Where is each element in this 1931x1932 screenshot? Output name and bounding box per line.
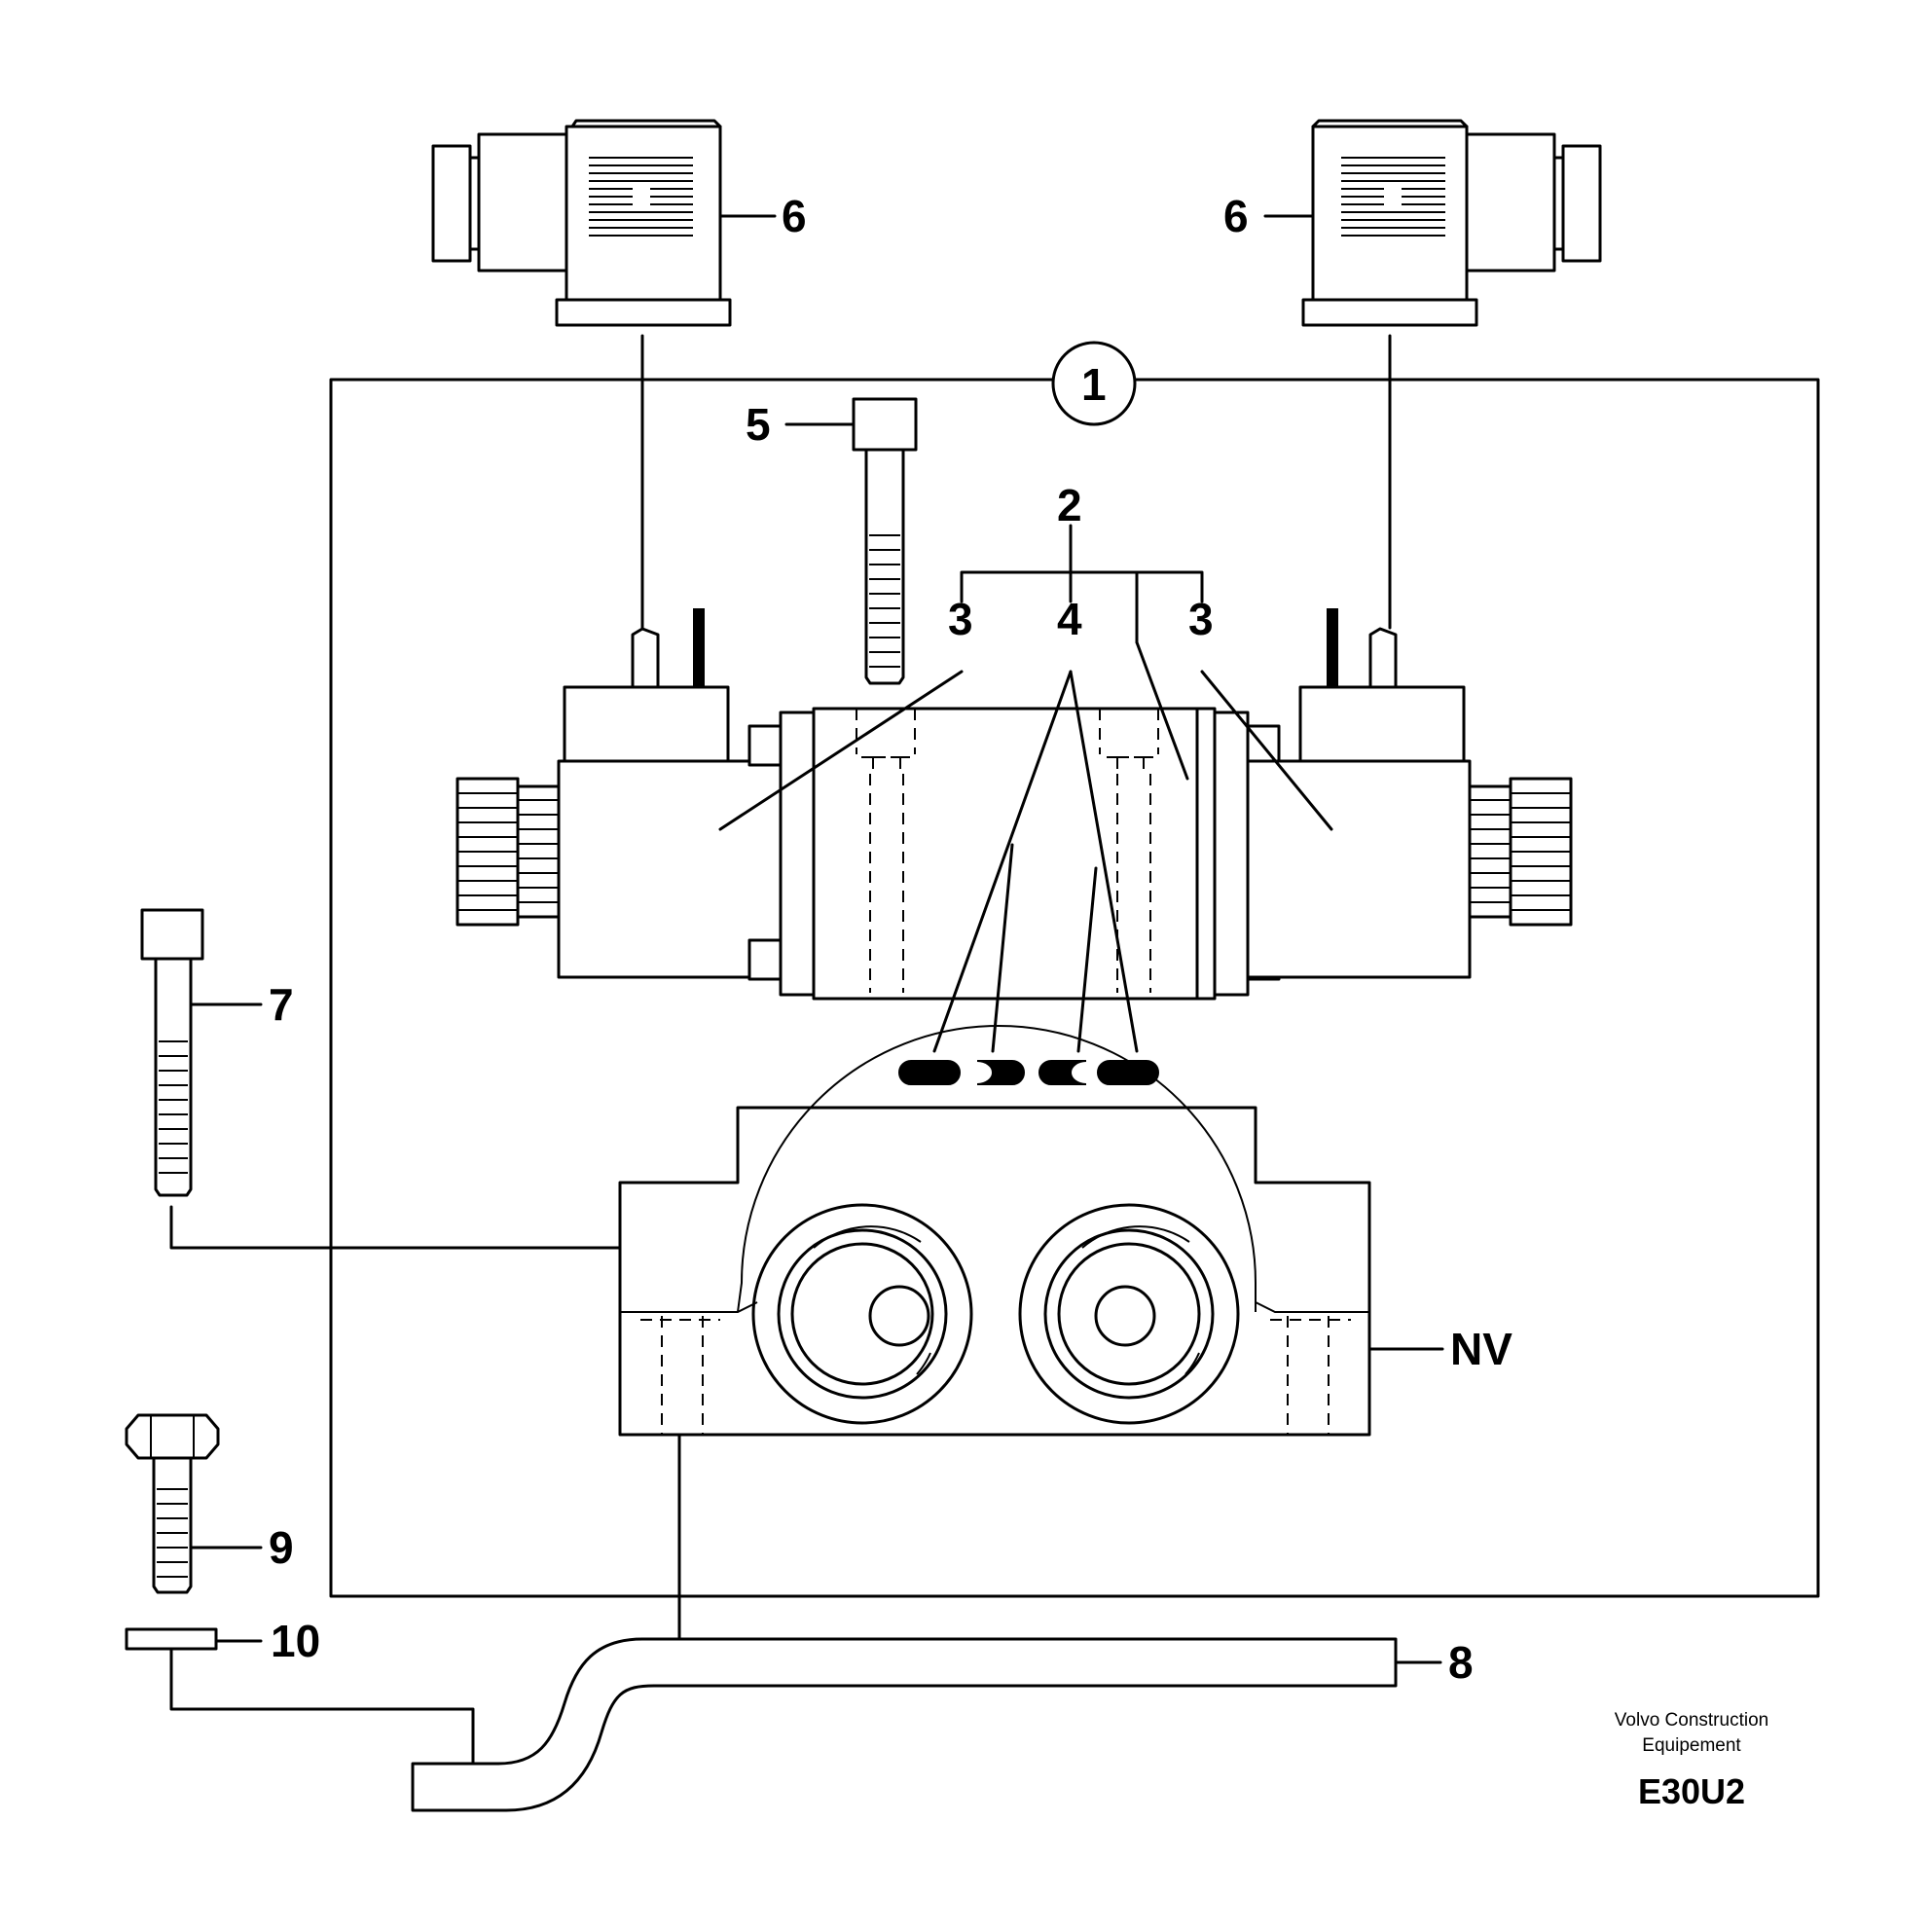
screw-5 bbox=[852, 397, 918, 685]
bent-rod-8 bbox=[411, 1637, 1398, 1812]
drawing-code: E30U2 bbox=[1638, 1771, 1745, 1811]
solenoid-valve bbox=[455, 608, 1573, 1001]
callout-10: 10 bbox=[271, 1616, 320, 1666]
callout-3-right: 3 bbox=[1188, 594, 1214, 644]
credit-line-2: Equipement bbox=[1642, 1735, 1741, 1756]
valve-sub-plate bbox=[618, 1025, 1371, 1437]
seal-rings-4 bbox=[898, 1060, 1159, 1085]
callout-6-left: 6 bbox=[782, 191, 807, 241]
callout-8: 8 bbox=[1448, 1637, 1474, 1688]
callout-4: 4 bbox=[1057, 594, 1082, 644]
callout-2: 2 bbox=[1057, 480, 1082, 530]
callout-7: 7 bbox=[269, 979, 294, 1030]
callout-5: 5 bbox=[746, 399, 771, 450]
screw-7 bbox=[140, 908, 204, 1197]
callout-9: 9 bbox=[269, 1522, 294, 1573]
callout-3-left: 3 bbox=[948, 594, 973, 644]
callout-nv: NV bbox=[1450, 1324, 1512, 1374]
callout-1: 1 bbox=[1081, 359, 1107, 410]
callout-1-circle bbox=[1051, 341, 1137, 426]
connector-plug-left bbox=[431, 119, 732, 327]
connector-plug-right bbox=[1301, 119, 1602, 327]
hex-bolt-9 bbox=[125, 1413, 220, 1594]
washer-10 bbox=[125, 1627, 218, 1651]
credit-line-1: Volvo Construction bbox=[1615, 1710, 1768, 1731]
callout-6-right: 6 bbox=[1223, 191, 1249, 241]
